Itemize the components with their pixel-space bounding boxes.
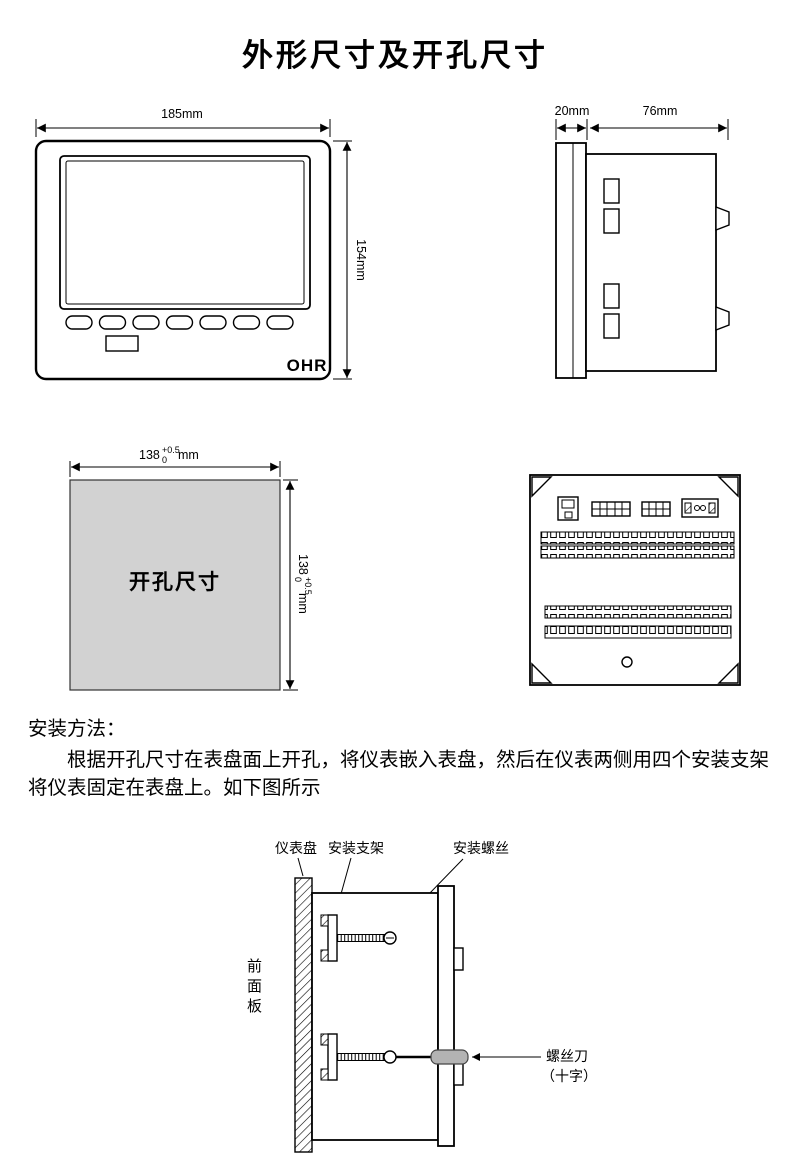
flange-tab bbox=[453, 1062, 464, 1086]
rear-terminal-tab bbox=[715, 205, 730, 232]
svg-text:138: 138 bbox=[139, 448, 160, 462]
cutout-width-dimension-label: 138 +0.5 0 mm bbox=[139, 445, 199, 465]
flange-tab bbox=[453, 947, 464, 971]
svg-text:+0.5: +0.5 bbox=[303, 577, 313, 595]
rear-terminal-tab bbox=[715, 305, 730, 332]
front-panel-button bbox=[132, 315, 160, 330]
front-panel-button bbox=[232, 315, 261, 330]
rear-hole bbox=[621, 656, 633, 668]
ethernet-port-detail bbox=[564, 511, 573, 519]
bracket-claw bbox=[320, 914, 329, 927]
corner-mount-tab bbox=[717, 476, 739, 498]
terminal-block-small bbox=[591, 501, 631, 517]
mounting-bracket-assembly bbox=[320, 914, 397, 962]
side-body-depth-label: 76mm bbox=[643, 104, 678, 118]
terminal-strip bbox=[544, 605, 732, 619]
svg-text:mm: mm bbox=[178, 448, 199, 462]
terminal-strip bbox=[540, 531, 735, 545]
cutout-label: 开孔尺寸 bbox=[129, 570, 221, 594]
front-panel-button bbox=[165, 315, 194, 330]
mounting-screw-shaft bbox=[336, 934, 386, 942]
rear-view-diagram bbox=[529, 474, 741, 686]
ethernet-port-detail bbox=[561, 499, 575, 509]
front-width-dimension-label: 185mm bbox=[161, 107, 203, 121]
page-title: 外形尺寸及开孔尺寸 bbox=[242, 38, 548, 73]
screw-callout-label: 安装螺丝 bbox=[453, 840, 509, 856]
front-panel-button bbox=[98, 315, 127, 330]
corner-mount-tab bbox=[531, 662, 553, 684]
screwdriver-label-line1: 螺丝刀 bbox=[546, 1048, 588, 1064]
cutout-area bbox=[69, 479, 281, 691]
side-bezel bbox=[555, 142, 587, 379]
cutout-height-dimension-label: 138 +0.5 0 mm bbox=[293, 554, 313, 614]
side-bezel-depth-label: 20mm bbox=[555, 104, 590, 118]
bracket-claw bbox=[320, 1068, 329, 1081]
mounting-screw-head bbox=[383, 1050, 397, 1064]
terminal-strip bbox=[544, 625, 732, 639]
installation-instructions: 安装方法： 根据开孔尺寸在表盘面上开孔，将仪表嵌入表盘，然后在仪表两侧用四个安装… bbox=[28, 712, 772, 802]
screwdriver bbox=[396, 1049, 469, 1065]
front-panel-button bbox=[199, 315, 227, 330]
brand-logo: OHR bbox=[287, 356, 328, 375]
front-panel-button bbox=[65, 315, 93, 330]
mounting-slot bbox=[603, 313, 620, 339]
svg-text:0: 0 bbox=[293, 577, 303, 582]
installation-diagram: 仪表盘 安装支架 安装螺丝 bbox=[275, 840, 597, 1153]
svg-text:138: 138 bbox=[296, 554, 310, 575]
front-view-diagram: 185mm OHR 154mm bbox=[34, 107, 368, 381]
mounting-slot bbox=[603, 283, 620, 309]
mounting-bracket-assembly bbox=[320, 1033, 397, 1081]
device-usb-port bbox=[105, 335, 139, 352]
front-panel-button bbox=[266, 315, 294, 330]
mounting-slot bbox=[603, 178, 620, 204]
mounting-bracket bbox=[327, 1033, 338, 1081]
svg-text:0: 0 bbox=[162, 455, 167, 465]
side-view-diagram: 20mm 76mm bbox=[555, 104, 730, 379]
power-connector bbox=[681, 498, 719, 518]
bracket-claw bbox=[320, 1033, 329, 1046]
mounting-bracket bbox=[327, 914, 338, 962]
rear-flange bbox=[437, 885, 455, 1147]
bracket-callout-label: 安装支架 bbox=[328, 840, 384, 856]
device-screen bbox=[59, 155, 311, 310]
corner-mount-tab bbox=[531, 476, 553, 498]
corner-mount-tab bbox=[717, 662, 739, 684]
front-panel-callout-label: 前面板 bbox=[245, 958, 262, 1018]
callout-leader-line bbox=[297, 857, 304, 877]
cutout-diagram: 138 +0.5 0 mm 开孔尺寸 138 +0.5 0 mm bbox=[69, 445, 313, 691]
svg-text:mm: mm bbox=[296, 593, 310, 614]
mounting-slot bbox=[603, 208, 620, 234]
front-height-dimension-label: 154mm bbox=[354, 239, 368, 281]
svg-text:+0.5: +0.5 bbox=[162, 445, 180, 455]
device-screen-inner bbox=[65, 160, 305, 305]
screwdriver-label-line2: （十字） bbox=[541, 1068, 597, 1084]
bracket-claw bbox=[320, 949, 329, 962]
mounting-screw-shaft bbox=[336, 1053, 386, 1061]
mounting-panel bbox=[294, 877, 313, 1153]
installation-body: 根据开孔尺寸在表盘面上开孔，将仪表嵌入表盘，然后在仪表两侧用四个安装支架将仪表固… bbox=[28, 749, 770, 799]
terminal-block-small bbox=[641, 501, 671, 517]
screwdriver-handle bbox=[430, 1049, 469, 1065]
terminal-strip bbox=[540, 545, 735, 559]
installation-heading: 安装方法： bbox=[28, 718, 126, 740]
panel-callout-label: 仪表盘 bbox=[275, 840, 317, 856]
